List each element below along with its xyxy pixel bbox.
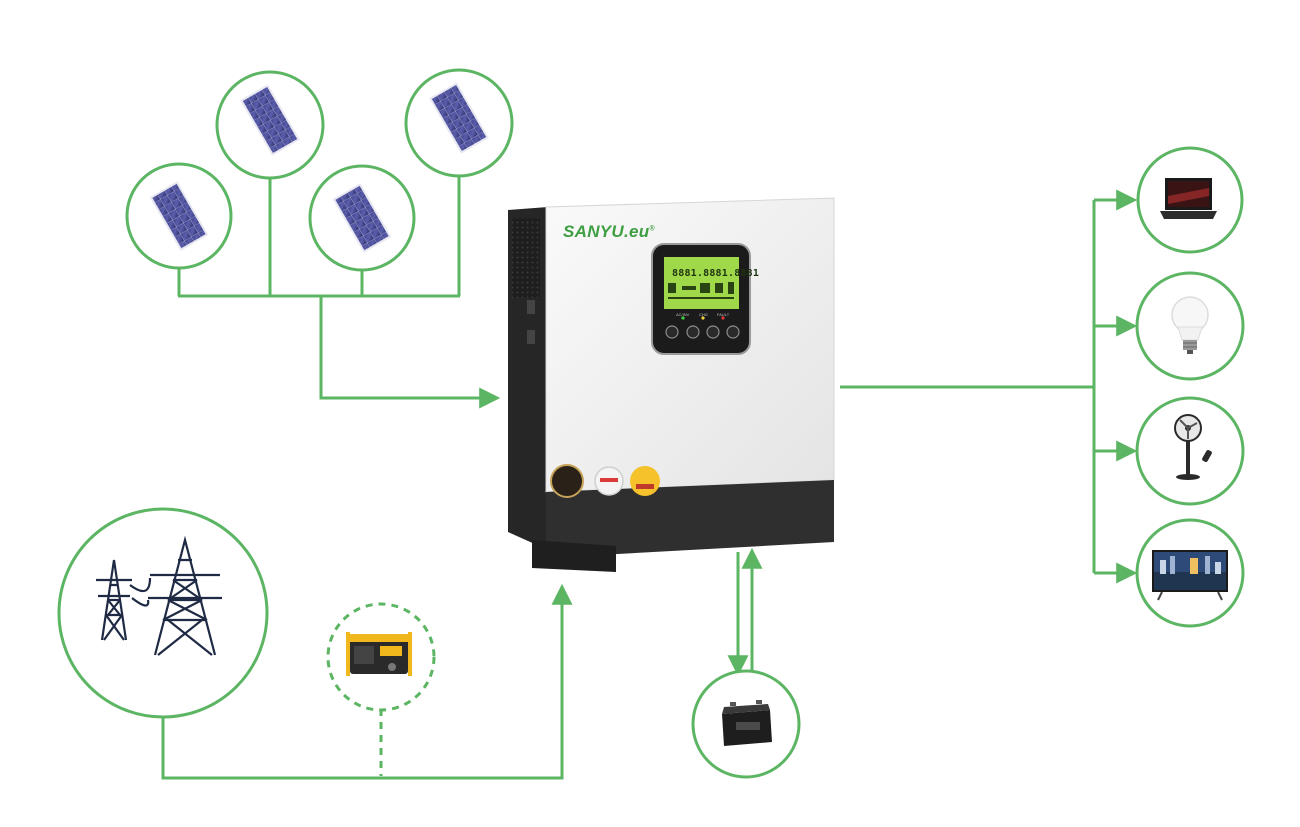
badge-solar: [630, 466, 660, 496]
solar-panel-2: [215, 70, 325, 180]
certification-badges: [550, 464, 660, 498]
indicator-label-acinv: AC/INV: [676, 312, 690, 317]
load-laptop: [1136, 146, 1244, 254]
inverter: [508, 197, 835, 572]
brand-logo: SANYU.eu®: [563, 222, 655, 242]
brand-name: SANYU.eu: [563, 222, 650, 241]
lcd-segments: [668, 282, 734, 299]
up-button: [686, 325, 700, 339]
solar-panel-4: [404, 68, 514, 178]
load-tv: [1135, 518, 1245, 628]
indicator-label-fault: FAULT: [717, 312, 730, 317]
load-bulb: [1135, 271, 1245, 381]
badge-quality: [550, 464, 584, 498]
trademark-symbol: ®: [649, 225, 655, 233]
down-button: [706, 325, 720, 339]
lcd-digits: 8881.8881.8881: [672, 268, 760, 279]
grid-source: [57, 507, 269, 719]
generator-source: [326, 602, 436, 712]
laptop-icon: [1160, 178, 1217, 219]
panel-buttons: [665, 316, 740, 339]
menu-button: [665, 325, 679, 339]
battery-storage: [691, 669, 801, 779]
battery-icon: [722, 700, 772, 746]
indicator-label-chg: CHG: [699, 312, 708, 317]
grid-to-inverter: [161, 583, 573, 780]
inverter-bottom-band: [546, 480, 834, 558]
solar-to-inverter: [319, 296, 501, 409]
enter-button: [726, 325, 740, 339]
connector-lines: [161, 177, 1138, 780]
power-tower-icon: [96, 535, 222, 656]
solar-panel-3: [308, 164, 416, 272]
standing-fan-icon: [1174, 414, 1212, 480]
load-fan: [1135, 396, 1245, 506]
television-icon: [1152, 550, 1228, 601]
light-bulb-icon: [1171, 296, 1209, 354]
generator-icon: [346, 632, 412, 676]
solar-panel-1: [125, 162, 233, 270]
